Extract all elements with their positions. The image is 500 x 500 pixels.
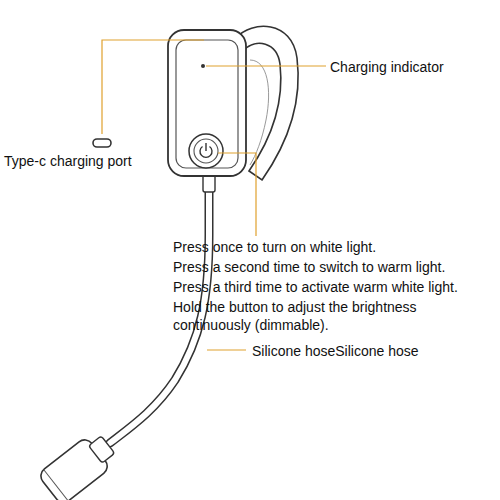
power-icon-bar xyxy=(205,143,206,151)
power-button xyxy=(189,134,223,168)
light-head xyxy=(37,429,120,500)
part-label: Silicone hoseSilicone hose xyxy=(252,342,492,360)
part-label: Charging indicator xyxy=(330,58,495,76)
leader-line xyxy=(218,153,256,236)
charging-indicator-dot xyxy=(201,64,205,68)
part-label: Type-c charging port xyxy=(4,152,204,170)
instruction-text: Press a third time to activate warm whit… xyxy=(173,278,495,296)
hook-inner-edge xyxy=(250,60,269,165)
instruction-text: Press once to turn on white light. xyxy=(173,238,495,256)
instruction-text: Hold the button to adjust the brightness… xyxy=(173,298,495,334)
leader-line xyxy=(206,65,326,66)
power-button-inner xyxy=(194,139,218,163)
usb-c-icon xyxy=(93,139,111,147)
leader-line xyxy=(207,349,246,350)
leader-line xyxy=(102,40,204,134)
device-face xyxy=(176,40,238,168)
instruction-text: Press a second time to switch to warm li… xyxy=(173,258,495,276)
device-body xyxy=(168,30,246,176)
